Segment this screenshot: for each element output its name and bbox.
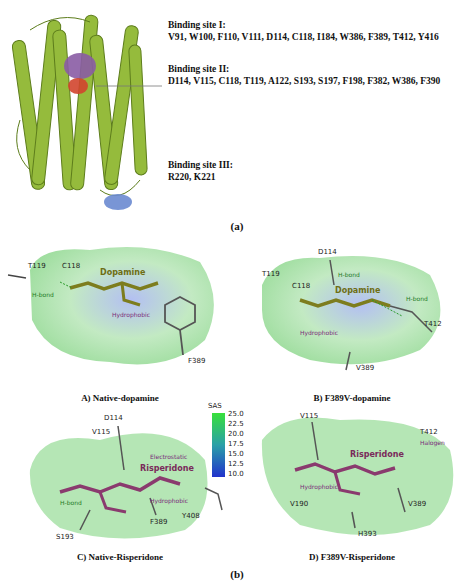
ligand-label: Dopamine [335,286,380,295]
residue-label: D114 [318,248,337,256]
leader-line [96,86,162,87]
residue-label: D114 [104,414,123,422]
docking-panel [262,256,440,370]
colorbar-tick: 22.5 [228,420,244,428]
residue-label: S193 [56,533,74,541]
interaction-label: Halogen [420,440,445,447]
interaction-label: H-bond [32,292,54,299]
binding-blob [64,53,96,79]
residue-label: C118 [62,262,80,270]
interaction-label: H-bond [60,500,82,507]
residue-label: H393 [358,530,377,538]
residue-label: V389 [356,364,374,372]
site-heading: Binding site I: [168,20,226,31]
residue-label: V115 [300,412,318,420]
residue-label: V190 [290,500,308,508]
colorbar-tick: 20.0 [228,430,244,438]
docking-panel [30,426,222,539]
interaction-label: Hydrophobic [300,330,338,337]
residue-label: T412 [420,428,438,436]
residue-list: V91, W100, F110, V111, D114, C118, I184,… [168,32,439,43]
interaction-label: H-bond [406,296,428,303]
residue-label: Y408 [182,512,200,520]
docking-panel [262,418,453,536]
protein-cartoon [12,15,148,196]
panel-label: (a) [231,220,244,233]
colorbar-tick: 25.0 [228,410,244,418]
panel-caption: B) F389V-dopamine [313,393,390,403]
panel-caption: D) F389V-Risperidone [309,552,395,562]
interaction-label: H-bond [338,272,360,279]
ligand-label: Risperidone [140,464,194,473]
interaction-label: Electrostatic [150,454,187,461]
colorbar-tick: 17.5 [228,440,244,448]
residue-label: T119 [28,262,46,270]
sas-colorbar [212,413,225,477]
binding-blob [104,194,132,210]
ligand-label: Risperidone [350,450,404,459]
binding-blob [68,78,88,94]
residue-label: F389 [188,357,205,365]
docking-panel [8,247,214,365]
colorbar-tick: 12.5 [228,460,244,468]
interaction-label: Hydrophobic [150,498,188,505]
panel-label: (b) [230,568,243,581]
colorbar-tick: 10.0 [228,470,244,478]
panel-caption: C) Native-Risperidone [77,552,163,562]
residue-label: T412 [424,320,442,328]
panel-caption: A) Native-dopamine [81,393,159,403]
site-heading: Binding site II: [168,64,229,75]
residue-label: C118 [292,282,310,290]
residue-list: D114, V115, C118, T119, A122, S193, S197… [168,76,440,87]
site-heading: Binding site III: [168,160,233,171]
ligand-label: Dopamine [100,268,145,277]
residue-label: F389 [150,518,167,526]
interaction-label: Hydrophobic [300,484,338,491]
interaction-label: Hydrophobic [112,312,150,319]
residue-list: R220, K221 [168,172,216,183]
colorbar-tick: 15.0 [228,450,244,458]
residue-label: V389 [408,500,426,508]
residue-label: T119 [262,270,280,278]
colorbar-title: SAS [208,402,222,410]
residue-label: V115 [92,428,110,436]
